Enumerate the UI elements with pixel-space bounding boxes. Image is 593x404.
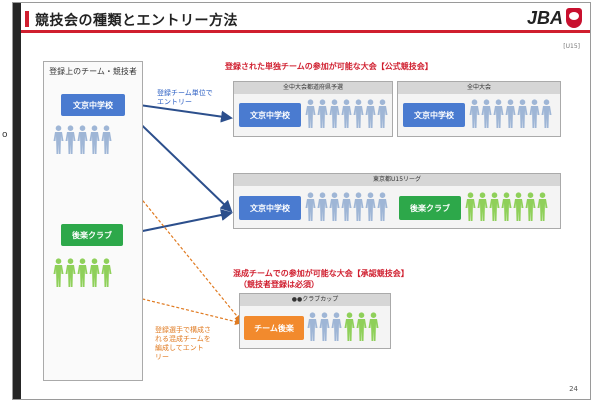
mixed-players-blue [307, 312, 342, 342]
official-heading: 登録された単独チームの参加が可能な大会【公式競技会】 [225, 62, 433, 71]
team-players [305, 192, 388, 222]
person-icon [317, 192, 328, 221]
person-icon [525, 192, 536, 221]
person-icon [65, 258, 76, 287]
person-icon [89, 258, 100, 287]
club-team-badge: 後楽クラブ [399, 196, 461, 220]
person-icon [305, 99, 316, 128]
school-team-badge: 文京中学校 [403, 103, 465, 127]
person-icon [517, 99, 528, 128]
person-icon [344, 312, 355, 341]
person-icon [365, 192, 376, 221]
event-title: ●●クラブカップ [240, 294, 390, 306]
event-title: 東京都U15リーグ [234, 174, 560, 186]
person-icon [365, 99, 376, 128]
club-players [53, 258, 112, 288]
person-icon [101, 125, 112, 154]
category-tag: [U15] [563, 43, 580, 50]
mixed-players-green [344, 312, 379, 342]
slide-title: 競技会の種類とエントリー方法 [35, 13, 238, 29]
person-icon [341, 192, 352, 221]
person-icon [331, 312, 342, 341]
person-icon [537, 192, 548, 221]
event-title: 全中大会都道府県予選 [234, 82, 392, 94]
person-icon [489, 192, 500, 221]
person-icon [77, 258, 88, 287]
club-team-badge: 後楽クラブ [61, 224, 123, 246]
approved-heading: 混成チームでの参加が可能な大会【承認競技会】 [233, 269, 409, 278]
person-icon [353, 192, 364, 221]
person-icon [353, 99, 364, 128]
person-icon [341, 99, 352, 128]
person-icon [493, 99, 504, 128]
person-icon [469, 99, 480, 128]
person-icon [529, 99, 540, 128]
school-team-badge: 文京中学校 [61, 94, 125, 116]
person-icon [317, 99, 328, 128]
logo-text: JBA [526, 7, 563, 28]
school-players [53, 125, 112, 155]
event-title: 全中大会 [398, 82, 560, 94]
person-icon [101, 258, 112, 287]
person-icon [305, 192, 316, 221]
person-icon [307, 312, 318, 341]
person-icon [89, 125, 100, 154]
jba-logo: JBA [527, 7, 582, 29]
person-icon [356, 312, 367, 341]
team-entry-caption: 登録チーム単位で エントリー [157, 89, 213, 106]
slide-header: 競技会の種類とエントリー方法 JBA [21, 3, 590, 33]
person-icon [477, 192, 488, 221]
mixed-entry-caption: 登録選手で構成さ れる混成チームを 編成してエント リー [155, 326, 211, 361]
slide-edge-bar [13, 3, 21, 399]
person-icon [53, 125, 64, 154]
person-icon [513, 192, 524, 221]
approved-subheading: （競技者登録は必須） [239, 280, 319, 289]
person-icon [53, 258, 64, 287]
person-icon [501, 192, 512, 221]
crest-icon [566, 8, 582, 28]
person-icon [319, 312, 330, 341]
club-players [465, 192, 548, 222]
page-number: 24 [569, 385, 578, 393]
person-icon [77, 125, 88, 154]
school-team-badge: 文京中学校 [239, 103, 301, 127]
team-players [305, 99, 388, 129]
person-icon [481, 99, 492, 128]
person-icon [377, 99, 388, 128]
title-marker [25, 11, 29, 27]
person-icon [541, 99, 552, 128]
person-icon [329, 192, 340, 221]
person-icon [377, 192, 388, 221]
slide: 競技会の種類とエントリー方法 JBA [U15] 登録上のチーム・競技者 文京中… [12, 2, 591, 400]
team-players [469, 99, 552, 129]
person-icon [368, 312, 379, 341]
bullet-dot: o [2, 130, 8, 140]
panel-title: 登録上のチーム・競技者 [49, 67, 137, 76]
person-icon [465, 192, 476, 221]
person-icon [65, 125, 76, 154]
person-icon [505, 99, 516, 128]
mixed-team-badge: チーム後楽 [244, 316, 304, 340]
person-icon [329, 99, 340, 128]
school-team-badge: 文京中学校 [239, 196, 301, 220]
